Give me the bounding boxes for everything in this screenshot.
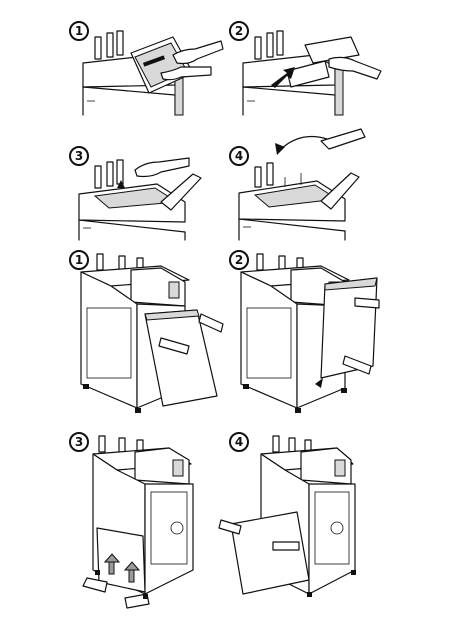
panel-front-step-1: 1 [65, 248, 230, 418]
step-number-badge: 4 [229, 432, 249, 452]
step-number-badge: 1 [69, 250, 89, 270]
panel-lid-step-1: 1 [65, 15, 225, 116]
step-number-badge: 3 [69, 432, 89, 452]
illustration-front-step-3 [82, 435, 194, 609]
panel-lid-step-2: 2 [225, 15, 390, 116]
illustration-front-step-2 [240, 253, 380, 413]
step-number-badge: 4 [229, 146, 249, 166]
illustration-lid-step-2 [242, 30, 382, 116]
step-number-badge: 2 [229, 250, 249, 270]
panel-lid-step-4: 4 [225, 115, 390, 241]
illustration-front-step-1 [80, 253, 224, 413]
panel-lid-step-3: 3 [65, 140, 225, 241]
panel-front-step-4: 4 [218, 430, 395, 615]
step-number-badge: 1 [69, 21, 89, 41]
illustration-lid-step-1 [82, 30, 224, 116]
illustration-lid-step-4 [238, 128, 366, 241]
illustration-lid-step-3 [78, 157, 202, 241]
panel-front-step-3: 3 [65, 430, 230, 615]
panel-front-step-2: 2 [225, 248, 395, 418]
step-number-badge: 3 [69, 146, 89, 166]
illustration-front-step-4 [218, 435, 356, 597]
step-number-badge: 2 [229, 21, 249, 41]
